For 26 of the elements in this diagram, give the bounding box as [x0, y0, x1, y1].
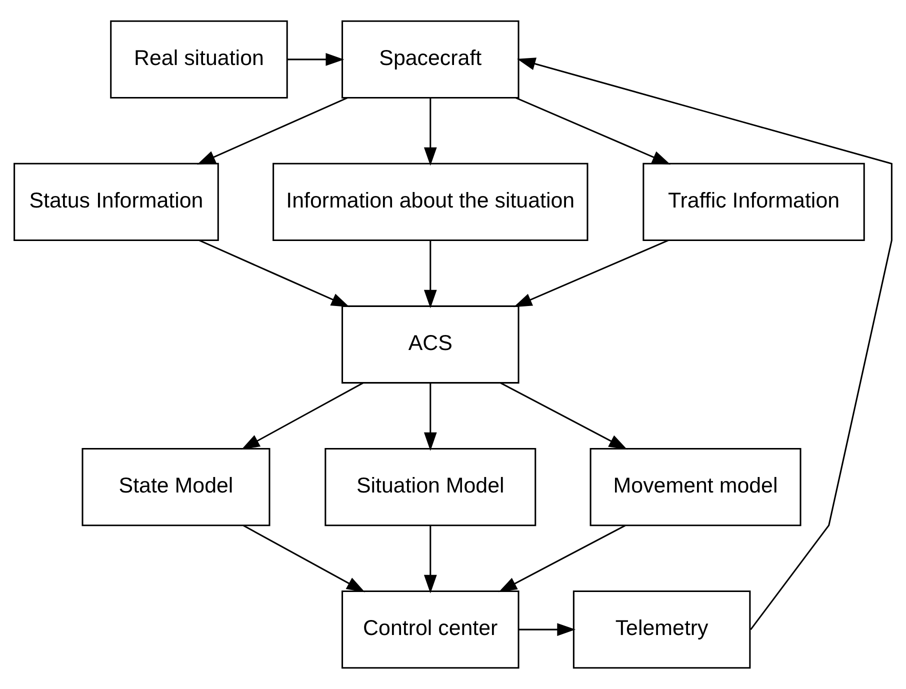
node-box: Information about the situation — [272, 162, 588, 242]
node-box: ACS — [342, 305, 520, 384]
arrow — [424, 526, 437, 594]
arrow — [518, 623, 576, 636]
node-box: Status Information — [14, 162, 219, 242]
node-box: Traffic Information — [642, 162, 865, 242]
arrow — [424, 383, 437, 451]
node-box: Situation Model — [324, 448, 536, 526]
arrow — [241, 382, 364, 450]
arrow — [424, 98, 437, 166]
arrow — [517, 58, 892, 630]
arrow — [424, 240, 437, 308]
arrow — [514, 240, 669, 308]
arrow — [500, 382, 628, 450]
arrow — [196, 97, 348, 165]
node-box: Telemetry — [572, 590, 751, 669]
arrow — [198, 240, 350, 308]
node-box: Spacecraft — [342, 20, 520, 99]
node-box: Control center — [342, 590, 520, 669]
arrow — [243, 524, 366, 592]
arrow — [498, 524, 626, 592]
node-box: Real situation — [110, 20, 288, 99]
node-box: State Model — [82, 448, 270, 526]
arrow — [515, 97, 671, 165]
arrow — [288, 53, 344, 66]
node-box: Movement model — [590, 448, 802, 526]
